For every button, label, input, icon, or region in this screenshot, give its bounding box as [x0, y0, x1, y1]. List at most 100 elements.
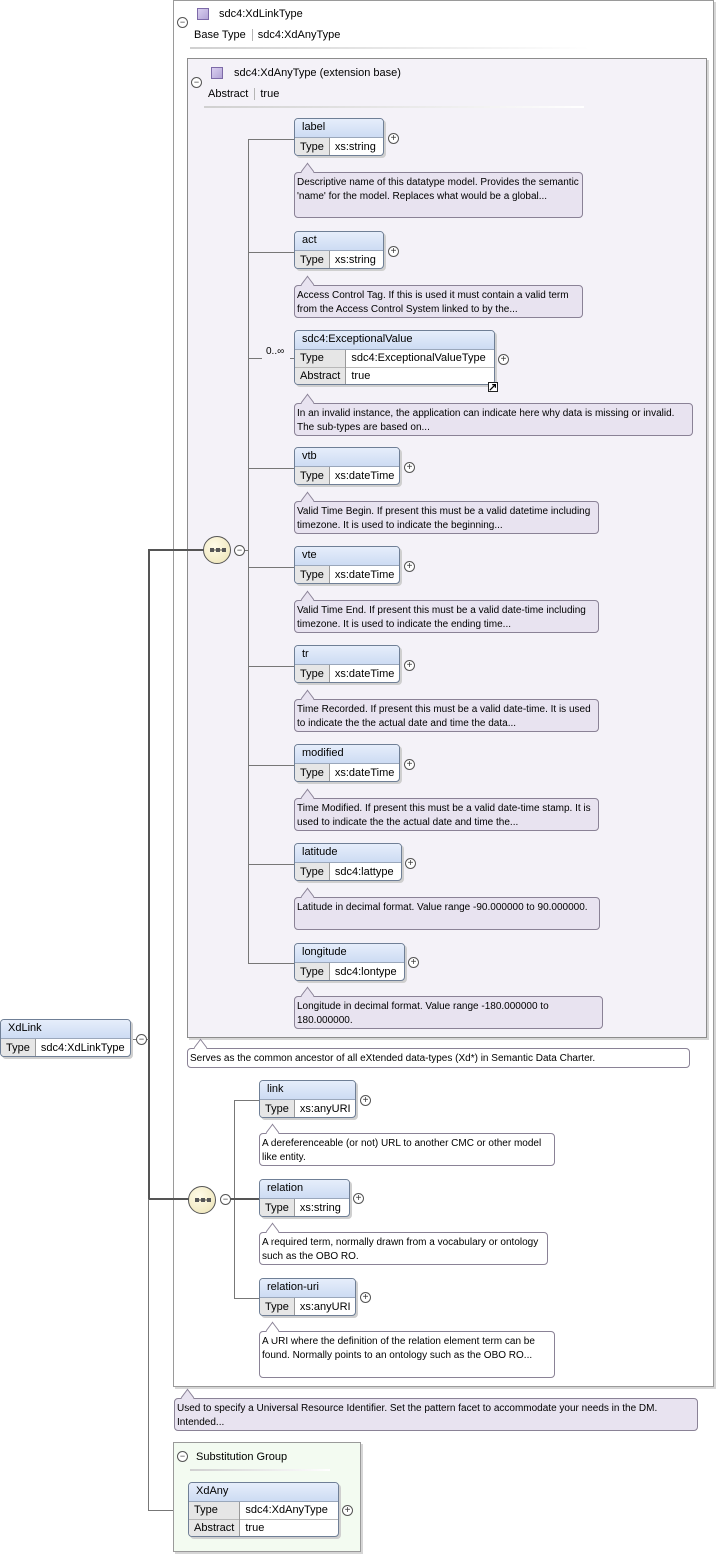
abstract-value: true [239, 1518, 338, 1536]
type-key: Type [295, 566, 330, 583]
expand-icon[interactable]: + [404, 561, 415, 572]
connector-line [248, 252, 294, 253]
root-element-xdlink[interactable]: XdLink Type sdc4:XdLinkType [0, 1019, 131, 1057]
element-link[interactable]: link Type xs:anyURI [259, 1080, 356, 1118]
element-name: XdAny [189, 1483, 338, 1502]
square-type-icon [197, 8, 209, 20]
expand-icon[interactable]: + [388, 133, 399, 144]
expand-icon[interactable]: + [405, 858, 416, 869]
connector-line [244, 550, 249, 551]
divider [204, 106, 584, 108]
type-value: xs:dateTime [334, 766, 395, 779]
abstract-key: Abstract [208, 88, 256, 100]
type-key: Type [295, 467, 330, 484]
element-vtb[interactable]: vtb Type xs:dateTime [294, 447, 400, 485]
type-value: xs:string [334, 140, 376, 153]
collapse-icon[interactable]: − [177, 17, 188, 28]
divider [190, 1469, 330, 1471]
connector-line [148, 1199, 149, 1511]
documentation-relation-uri: A URI where the definition of the relati… [259, 1331, 555, 1378]
element-name: link [260, 1081, 355, 1100]
abstract-value: true [260, 88, 280, 100]
documentation-extension-base: Serves as the common ancestor of all eXt… [187, 1048, 690, 1068]
expand-icon[interactable]: + [342, 1505, 353, 1516]
square-type-icon [211, 67, 223, 79]
type-value: xs:anyURI [299, 1102, 351, 1115]
type-value: xs:dateTime [334, 469, 395, 482]
expand-icon[interactable]: + [360, 1292, 371, 1303]
type-key: Type [295, 138, 330, 155]
element-name: longitude [295, 944, 404, 963]
collapse-icon[interactable]: − [234, 545, 245, 556]
type-key: Type [295, 963, 330, 980]
collapse-icon[interactable]: − [220, 1194, 231, 1205]
element-name: modified [295, 745, 399, 764]
expand-icon[interactable]: + [408, 957, 419, 968]
sequence-compositor-icon[interactable] [188, 1186, 216, 1214]
expand-icon[interactable]: + [360, 1095, 371, 1106]
collapse-icon[interactable]: − [191, 77, 202, 88]
type-key: Type [260, 1199, 295, 1216]
connector-line [248, 963, 294, 964]
documentation-label: Descriptive name of this datatype model.… [294, 172, 583, 218]
type-value: sdc4:lattype [334, 865, 394, 878]
type-value: sdc4:XdLinkType [40, 1041, 125, 1054]
type-key: Type [295, 251, 330, 268]
type-value: sdc4:XdAnyType [245, 1504, 328, 1517]
sequence-compositor-icon[interactable] [203, 536, 231, 564]
substitution-group-title: Substitution Group [196, 1451, 288, 1463]
expand-icon[interactable]: + [498, 354, 509, 365]
type-key: Type [260, 1100, 295, 1117]
type-key: Type [260, 1298, 295, 1315]
connector-line [148, 549, 150, 1199]
documentation-longitude: Longitude in decimal format. Value range… [294, 996, 603, 1029]
connector-line [248, 468, 294, 469]
element-name: relation-uri [260, 1279, 355, 1298]
type-key: Type [295, 665, 330, 682]
type-key: Type [1, 1039, 36, 1056]
connector-line [248, 139, 249, 964]
collapse-icon[interactable]: − [136, 1034, 147, 1045]
connector-line [230, 1198, 259, 1200]
connector-line [248, 765, 294, 766]
connector-line [290, 358, 294, 359]
expand-icon[interactable]: + [388, 246, 399, 257]
element-name: XdLink [1, 1020, 130, 1039]
arrow-reference-icon [488, 382, 498, 392]
type-value: xs:dateTime [334, 568, 395, 581]
expand-icon[interactable]: + [404, 462, 415, 473]
element-name: tr [295, 646, 399, 665]
complex-type-name: sdc4:XdLinkType [219, 8, 303, 20]
element-longitude[interactable]: longitude Type sdc4:lontype [294, 943, 405, 981]
type-key: Type [295, 764, 330, 781]
type-key: Type [189, 1502, 241, 1519]
abstract-key: Abstract [189, 1518, 241, 1536]
connector-line [148, 549, 204, 551]
connector-line [248, 358, 262, 359]
element-name: latitude [295, 844, 401, 863]
expand-icon[interactable]: + [353, 1193, 364, 1204]
element-modified[interactable]: modified Type xs:dateTime [294, 744, 400, 782]
type-value: sdc4:lontype [334, 965, 397, 978]
element-name: vtb [295, 448, 399, 467]
collapse-icon[interactable]: − [177, 1451, 188, 1462]
connector-line [234, 1100, 259, 1101]
expand-icon[interactable]: + [404, 660, 415, 671]
connector-line [148, 1510, 188, 1511]
type-value: sdc4:ExceptionalValueType [351, 352, 486, 365]
expand-icon[interactable]: + [404, 759, 415, 770]
documentation-type: Used to specify a Universal Resource Ide… [174, 1398, 698, 1431]
element-name: act [295, 232, 383, 251]
base-type-row: Base Type sdc4:XdAnyType [194, 29, 340, 41]
documentation-exceptional-value: In an invalid instance, the application … [294, 403, 693, 436]
documentation-modified: Time Modified. If present this must be a… [294, 798, 599, 831]
